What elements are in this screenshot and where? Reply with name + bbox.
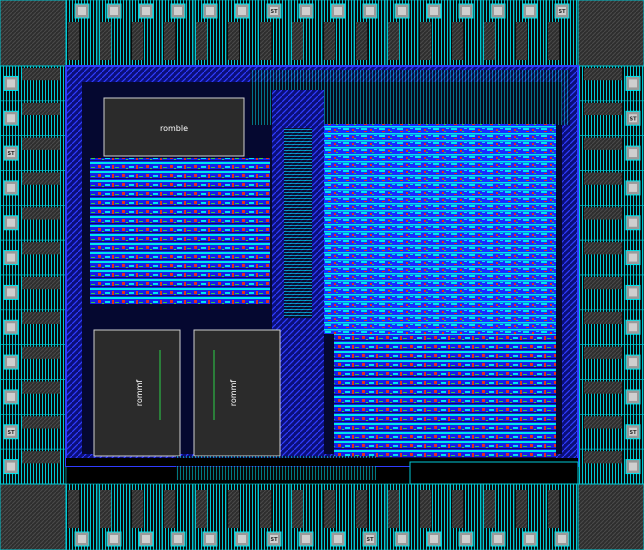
io-pad-icon[interactable] [0,65,67,102]
io-pad-icon[interactable]: ST [577,100,644,136]
routing-channel-vertical [284,128,312,318]
io-pad-icon[interactable] [97,483,131,550]
std-cell-region-left[interactable] [90,158,270,304]
io-pad-icon[interactable] [193,483,227,550]
io-pad-icon[interactable] [577,239,644,276]
io-pad-icon[interactable]: ST [545,0,579,67]
romble-label: romble [160,124,188,133]
io-pad-icon[interactable] [353,0,387,67]
io-pad-icon[interactable] [321,0,355,67]
pad-label: ST [366,537,374,543]
core-bottom-strip [409,461,579,485]
io-pad-icon[interactable] [0,448,67,485]
corner-cell-icon [577,0,644,67]
io-pad-icon[interactable] [65,0,99,67]
pad-label: ST [629,116,637,122]
io-pad-icon[interactable] [225,483,259,550]
io-pad-icon[interactable] [289,483,323,550]
io-pad-icon[interactable] [577,274,644,311]
io-pad-icon[interactable] [481,0,515,67]
io-pad-icon[interactable] [289,0,323,67]
io-pad-icon[interactable] [0,274,67,311]
pad-label: ST [270,9,278,15]
io-pad-icon[interactable] [481,483,515,550]
io-pad-icon[interactable] [129,0,163,67]
io-pad-icon[interactable] [513,0,547,67]
io-pad-icon[interactable] [65,483,99,550]
io-pad-icon[interactable] [577,170,644,206]
io-pad-icon[interactable]: ST [257,483,291,550]
io-pad-icon[interactable] [0,344,67,380]
pad-ring-bottom: ST ST [65,483,579,550]
io-pad-icon[interactable] [0,379,67,415]
corner-cell-icon [0,483,67,550]
rommf-right-block[interactable] [193,329,281,457]
rommf-left-label: rommf [135,380,144,407]
corner-cell-icon [577,483,644,550]
io-pad-icon[interactable]: ST [577,414,644,450]
io-pad-icon[interactable] [577,65,644,102]
io-pad-icon[interactable] [161,483,195,550]
io-pad-icon[interactable] [193,0,227,67]
io-pad-icon[interactable] [577,309,644,345]
rommf-left-block[interactable] [93,329,181,457]
pad-ring-right: ST ST [577,65,644,485]
pad-label: ST [270,537,278,543]
pad-ring-top: ST ST [65,0,579,67]
io-pad-icon[interactable] [0,205,67,241]
io-pad-icon[interactable] [513,483,547,550]
io-pad-icon[interactable] [129,483,163,550]
io-pad-icon[interactable] [449,0,483,67]
io-pad-icon[interactable] [577,205,644,241]
io-pad-icon[interactable]: ST [0,414,67,450]
io-pad-icon[interactable] [0,309,67,345]
io-pad-icon[interactable] [97,0,131,67]
rommf-right-label: rommf [229,380,238,407]
pad-ring-left: ST ST [0,65,67,485]
io-pad-icon[interactable] [417,0,451,67]
io-pad-icon[interactable] [577,344,644,380]
io-pad-icon[interactable] [161,0,195,67]
io-pad-icon[interactable]: ST [0,135,67,171]
io-pad-icon[interactable]: ST [353,483,387,550]
io-pad-icon[interactable] [417,483,451,550]
pad-label: ST [7,151,15,157]
romble-block[interactable] [103,97,245,157]
io-pad-icon[interactable] [545,483,579,550]
io-pad-icon[interactable] [225,0,259,67]
pad-label: ST [558,9,566,15]
pad-label: ST [629,430,637,436]
io-pad-icon[interactable] [577,135,644,171]
corner-cell-icon [0,0,67,67]
std-cell-region-right-lower[interactable] [334,334,556,460]
io-pad-icon[interactable] [0,239,67,276]
io-pad-icon[interactable] [0,100,67,136]
io-pad-icon[interactable] [321,483,355,550]
io-pad-icon[interactable] [0,170,67,206]
core-bottom-edge [66,458,578,466]
io-pad-icon[interactable] [449,483,483,550]
io-pad-icon[interactable] [385,0,419,67]
io-pad-icon[interactable] [577,448,644,485]
io-pad-icon[interactable] [577,379,644,415]
io-pad-icon[interactable]: ST [257,0,291,67]
io-pad-icon[interactable] [385,483,419,550]
pad-label: ST [7,430,15,436]
std-cell-region-right-upper[interactable] [324,124,556,334]
